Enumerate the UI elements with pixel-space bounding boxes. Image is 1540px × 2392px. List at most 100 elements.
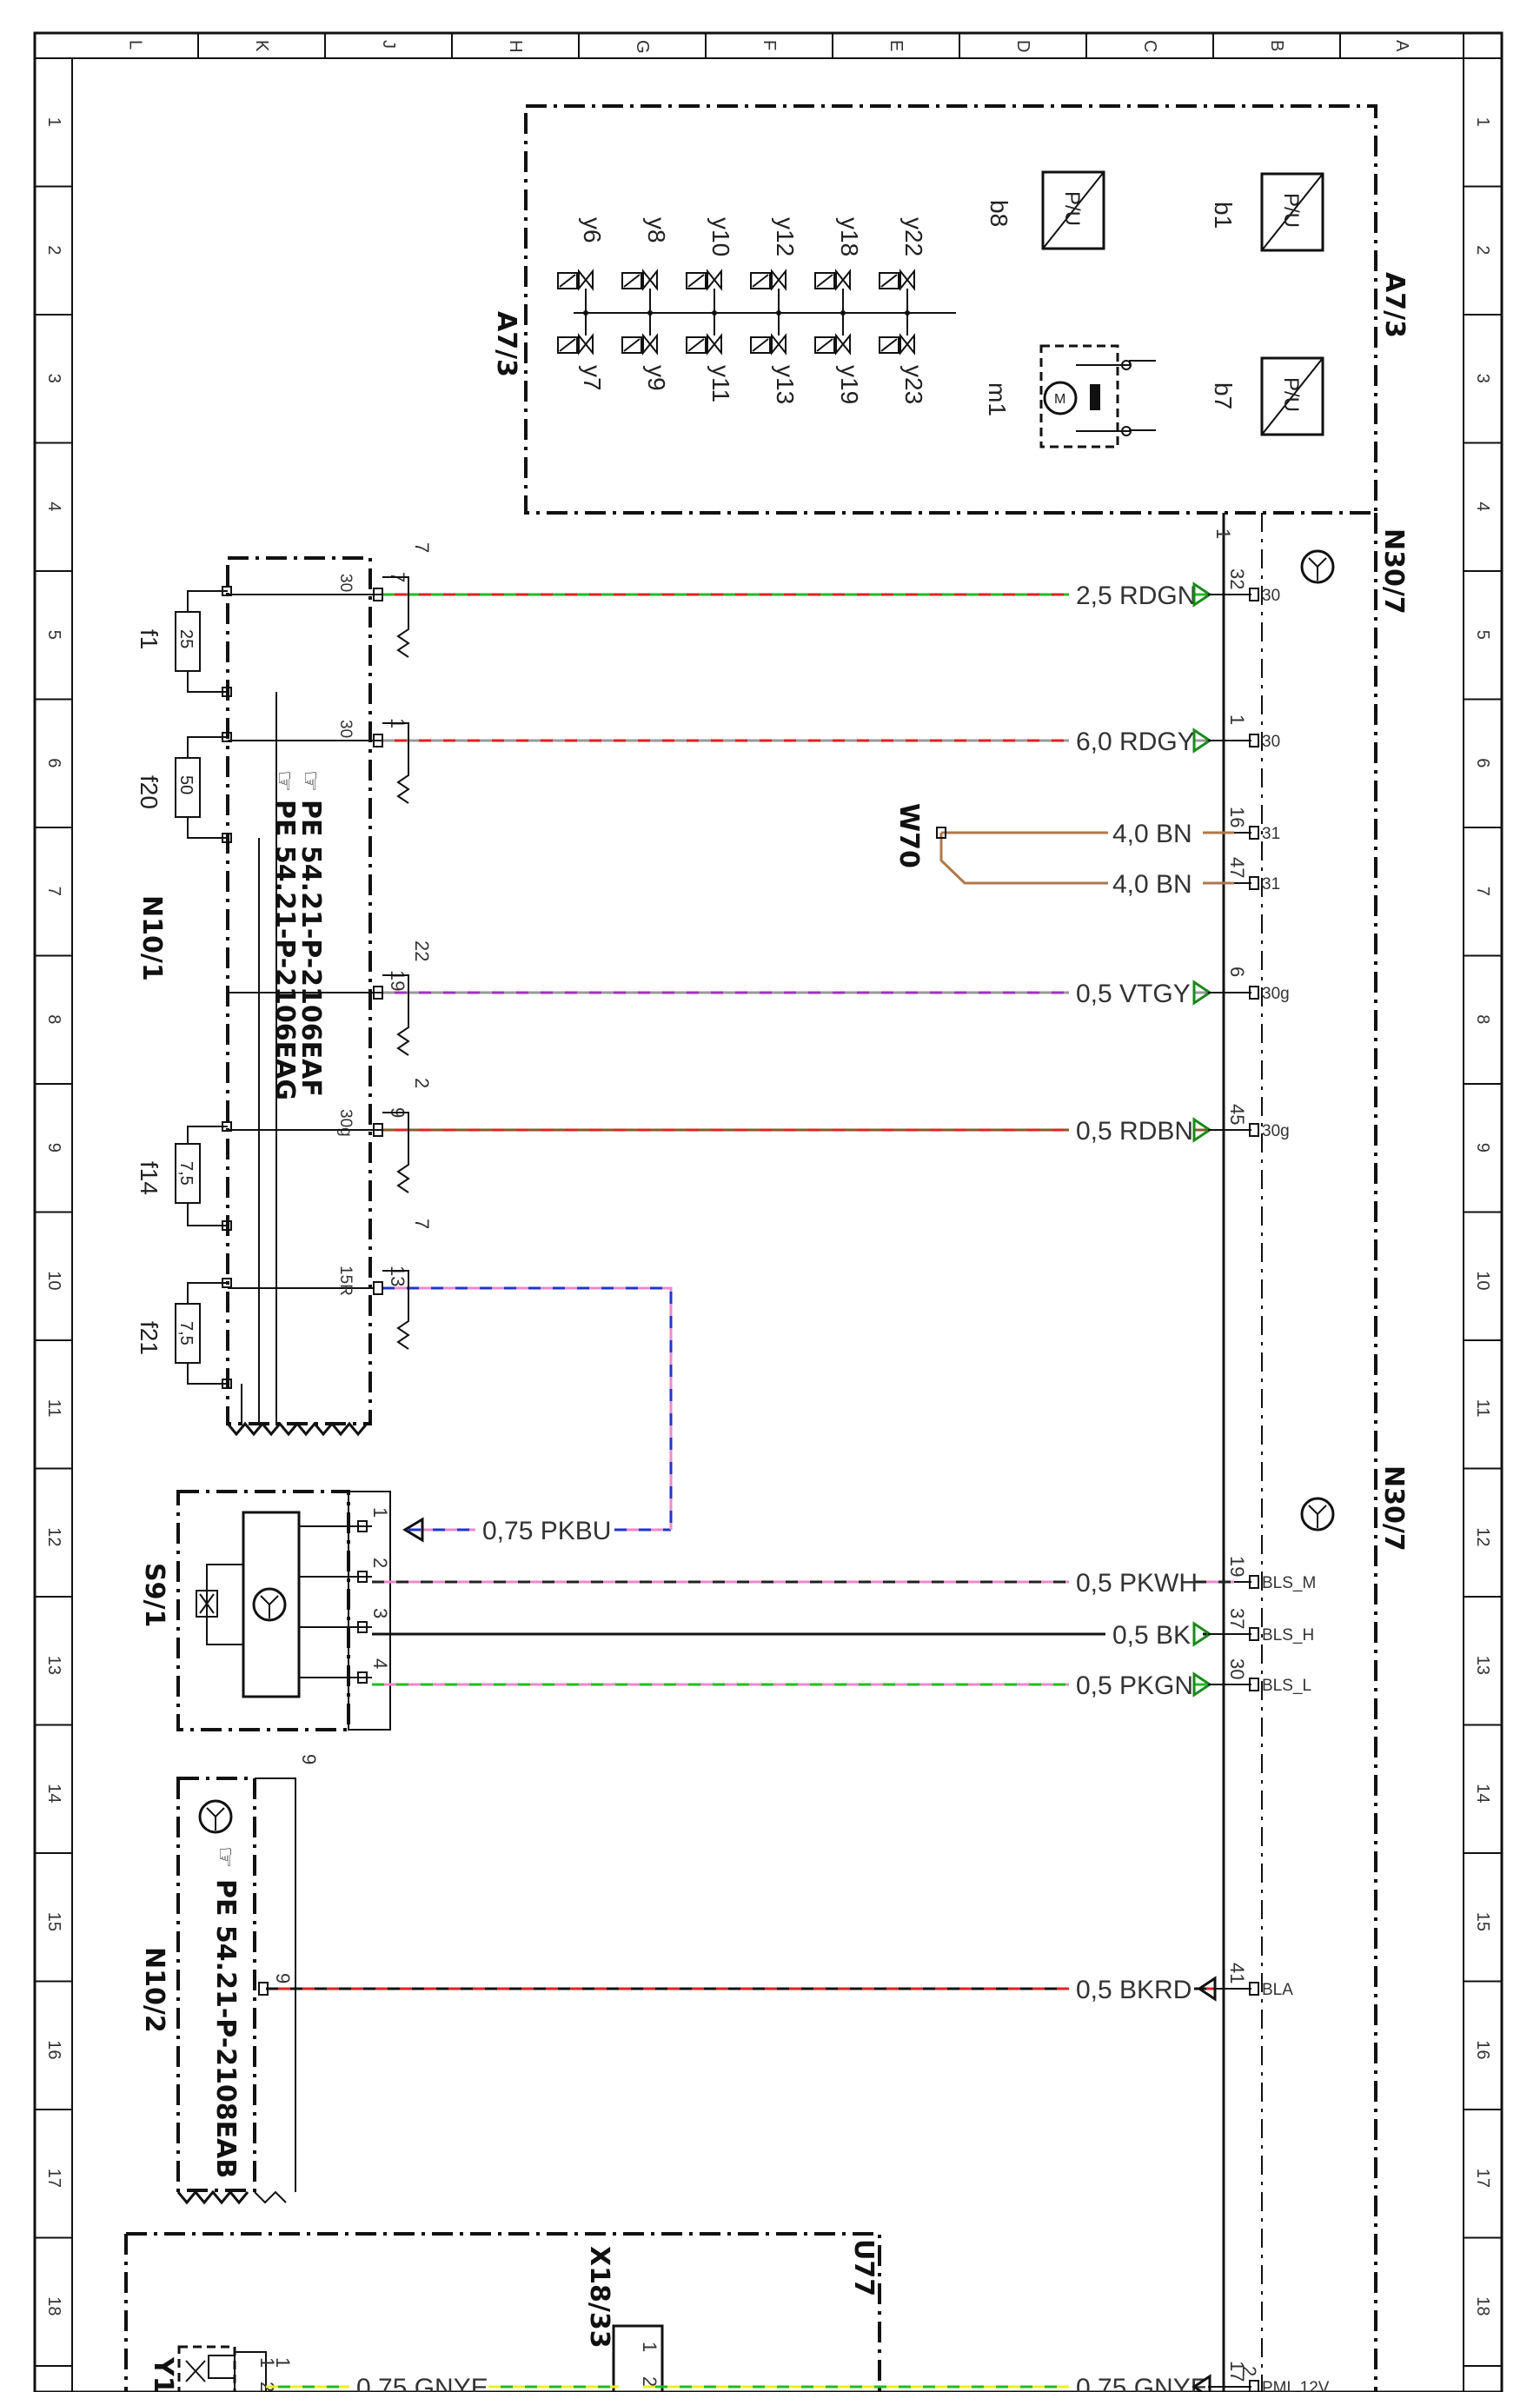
wire-label: 6,0 RDGY bbox=[1076, 728, 1195, 756]
valve-label: y8 bbox=[643, 217, 670, 243]
column-grid bbox=[197, 33, 1464, 58]
group-number: 2 bbox=[411, 1078, 433, 1088]
terminal-name: 30g bbox=[336, 1109, 355, 1137]
svg-text:M: M bbox=[1054, 392, 1065, 407]
row-label: 6 bbox=[1473, 758, 1492, 767]
group-number: 7 bbox=[411, 542, 433, 553]
pin-number: 19 bbox=[387, 970, 408, 991]
row-label: 3 bbox=[1473, 374, 1492, 383]
pu-label: P/U bbox=[1279, 377, 1303, 412]
s9-1-label: S9/1 bbox=[139, 1563, 169, 1627]
wire-label: 4,0 BN bbox=[1112, 870, 1192, 899]
pin-number: 6 bbox=[1226, 967, 1248, 977]
column-label: E bbox=[886, 40, 906, 51]
row-label: 7 bbox=[1473, 887, 1492, 896]
signal-name: 30g bbox=[1262, 985, 1290, 1003]
row-label: 6 bbox=[44, 758, 63, 767]
row-label: 1 bbox=[1473, 117, 1492, 127]
wire-label: 0,5 VTGY bbox=[1076, 980, 1191, 1008]
a7-3-module: A7/3 A7/3 y6y7y8y9y10y11y12y13y18y19y22y… bbox=[491, 104, 1410, 515]
signal-name: 30 bbox=[1262, 587, 1280, 605]
ground-transistor-icon bbox=[1300, 549, 1335, 584]
wire-label: 0,5 PKWH bbox=[1076, 1569, 1198, 1598]
pin-number: 47 bbox=[1226, 857, 1248, 878]
row-label: 4 bbox=[1473, 502, 1492, 511]
row-label: 17 bbox=[44, 2169, 63, 2188]
n30-7-label-mid: N30/7 bbox=[1378, 1465, 1409, 1551]
row-label: 16 bbox=[1473, 2040, 1492, 2059]
row-label: 2 bbox=[1473, 245, 1492, 255]
row-label: 12 bbox=[1473, 1527, 1492, 1546]
fuse-rating: 50 bbox=[176, 775, 196, 794]
pin-number: 1 bbox=[1226, 714, 1248, 725]
row-label: 5 bbox=[44, 630, 63, 640]
valve-label: y19 bbox=[836, 365, 863, 404]
n10-2-pe-ref: PE 54.21-P-2108EAB bbox=[210, 1879, 241, 2178]
wire-label: 0,5 BKRD bbox=[1076, 1976, 1192, 2004]
valve-label: y12 bbox=[772, 217, 799, 256]
row-label: 2 bbox=[44, 245, 63, 255]
wire: 0,75 PKBU bbox=[408, 1517, 671, 1545]
column-label: C bbox=[1140, 40, 1159, 52]
column-label: B bbox=[1267, 40, 1286, 51]
b1-label: b1 bbox=[1210, 202, 1237, 229]
signal-name: 30 bbox=[1262, 733, 1280, 751]
column-label: G bbox=[633, 40, 652, 54]
y10-label: Y10 bbox=[148, 2356, 178, 2392]
row-label: 13 bbox=[1473, 1656, 1492, 1675]
valve-label: y13 bbox=[772, 365, 799, 404]
signal-name: PML 12V bbox=[1262, 2379, 1330, 2392]
row-label: 18 bbox=[1473, 2296, 1492, 2316]
column-label: F bbox=[760, 40, 779, 50]
signal-name: BLS_M bbox=[1262, 1574, 1316, 1592]
fuse-rating: 7,5 bbox=[176, 1161, 196, 1186]
row-label: 7 bbox=[44, 887, 63, 896]
wire-label: 0,75 GNYE bbox=[356, 2374, 488, 2392]
row-label: 13 bbox=[44, 1656, 63, 1675]
valve-label: y9 bbox=[643, 365, 670, 391]
row-label: 15 bbox=[1473, 1912, 1492, 1931]
column-label: J bbox=[379, 40, 398, 49]
valve-label: y7 bbox=[579, 365, 606, 391]
signal-name: 31 bbox=[1262, 875, 1280, 894]
fuse-name: f20 bbox=[136, 775, 163, 809]
pe-ref-2: PE 54.21-P-2106EAG bbox=[269, 800, 300, 1100]
s9-pin-label: 3 bbox=[369, 1608, 391, 1618]
row-grid bbox=[35, 185, 1502, 2367]
pin-number: 9 bbox=[272, 1973, 294, 1983]
row-label: 11 bbox=[44, 1399, 63, 1418]
svg-text:☞: ☞ bbox=[270, 770, 299, 792]
row-label: 11 bbox=[1473, 1399, 1492, 1418]
group-number: 9 bbox=[298, 1754, 320, 1764]
column-label: K bbox=[252, 40, 271, 52]
b7-label: b7 bbox=[1210, 382, 1237, 409]
row-label: 14 bbox=[44, 1784, 63, 1803]
pe-ref-1: PE 54.21-P-2106EAF bbox=[295, 800, 326, 1097]
svg-text:☞: ☞ bbox=[296, 770, 325, 792]
valve-label: y23 bbox=[900, 365, 927, 404]
u77-module: U77 X18/33 1 2 Y10 1 2 bbox=[124, 2232, 881, 2392]
solenoid-valve-icon: y6 y7 bbox=[557, 217, 606, 391]
row-label: 5 bbox=[1473, 630, 1492, 640]
n30-bottom-pin: 2 bbox=[1238, 2366, 1260, 2376]
valve-label: y6 bbox=[579, 217, 606, 243]
wire: 4,0 BN 47 31 bbox=[1112, 857, 1280, 899]
pin-number: 13 bbox=[387, 1266, 408, 1286]
pin-number: 1 bbox=[272, 2357, 294, 2368]
pin-number: 19 bbox=[1226, 1556, 1248, 1577]
wire-label: 0,5 PKGN bbox=[1076, 1671, 1193, 1700]
pump-motor-m1: M m1 bbox=[984, 344, 1156, 448]
